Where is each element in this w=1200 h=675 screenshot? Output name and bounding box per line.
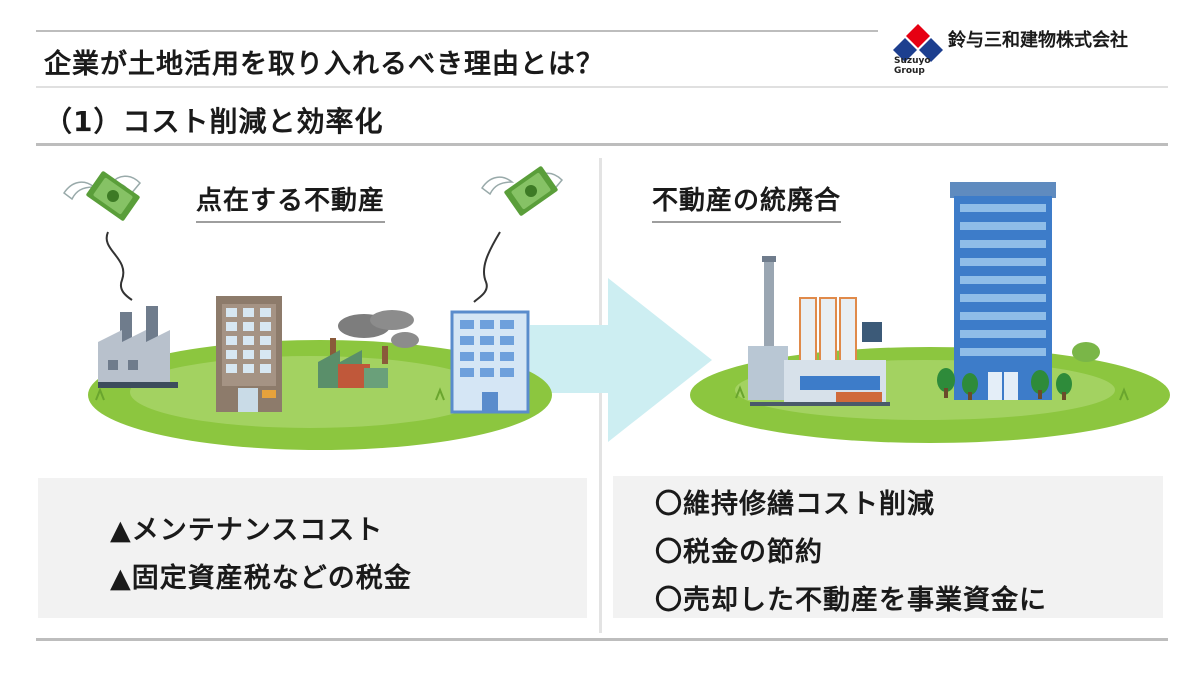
panel-divider (599, 158, 602, 633)
right-item-repair-cost: 〇維持修繕コスト削減 (655, 489, 935, 520)
top-rule (36, 30, 878, 32)
left-panel-heading: 点在する不動産 (196, 180, 386, 223)
flying-money-icon-left (62, 171, 142, 221)
subtitle-rule (36, 143, 1168, 146)
tree-icons (937, 342, 1100, 400)
brown-office-icon (216, 296, 282, 412)
logo-text-suzuyo: Suzuyo (894, 56, 931, 66)
section-subtitle: （1）コスト削減と効率化 (44, 105, 384, 138)
page-title: 企業が土地活用を取り入れるべき理由とは？ (44, 49, 604, 80)
left-item-tax: ▲固定資産税などの税金 (110, 563, 412, 594)
smoky-factory-icon (318, 310, 419, 388)
right-info-box: 〇維持修繕コスト削減 〇税金の節約 〇売却した不動産を事業資金に (613, 476, 1163, 618)
skyscraper-icon (950, 182, 1056, 400)
right-item-tax-saving: 〇税金の節約 (655, 537, 823, 568)
left-item-maintenance: ▲メンテナンスコスト (110, 515, 384, 546)
company-name: 鈴与三和建物株式会社 (948, 30, 1128, 51)
right-item-business-funds: 〇売却した不動産を事業資金に (655, 585, 1047, 616)
left-info-box: ▲メンテナンスコスト ▲固定資産税などの税金 (38, 478, 587, 618)
title-rule (36, 86, 1168, 88)
illustration-scene (62, 166, 1170, 450)
bottom-rule (36, 638, 1168, 641)
blue-office-icon-left (450, 310, 530, 414)
suzuyo-logo-icon (893, 24, 943, 62)
gray-factory-icon (98, 306, 178, 388)
logo-text-group: Group (894, 66, 925, 76)
large-plant-icon (748, 256, 890, 406)
right-panel-heading: 不動産の統廃合 (652, 180, 842, 223)
flying-money-icon-right (480, 166, 564, 216)
logo-wordmark: Suzuyo Group (894, 56, 931, 76)
big-arrow-icon (530, 278, 712, 442)
